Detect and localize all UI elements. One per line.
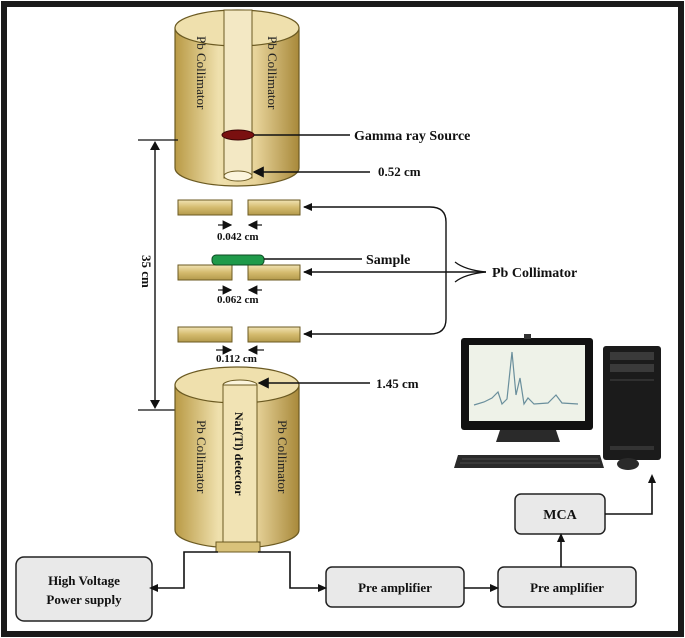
- sample-disc: [211, 254, 265, 266]
- hv-supply-label-line2: Power supply: [46, 592, 122, 607]
- slit2-label: 0.062 cm: [217, 294, 259, 306]
- slit-plate-2: [177, 264, 301, 281]
- slit3-label: 0.112 cm: [216, 353, 257, 365]
- mca-label: MCA: [543, 508, 577, 523]
- pb-collimator-label: Pb Collimator: [492, 266, 577, 281]
- top-collimator: [174, 9, 300, 187]
- sample-label: Sample: [366, 253, 410, 268]
- top-collimator-right-label: Pb Collimator: [265, 36, 280, 110]
- gamma-source-label: Gamma ray Source: [354, 129, 470, 144]
- gamma-source-disc: [221, 129, 255, 141]
- hv-supply-box: [15, 556, 153, 622]
- bottom-collimator-right-label: Pb Collimator: [275, 420, 290, 494]
- aperture-bottom-label: 1.45 cm: [376, 376, 419, 391]
- bottom-collimator: [174, 366, 300, 553]
- detector-label: NaI(Tl) detector: [232, 412, 246, 496]
- hv-supply-label-line1: High Voltage: [48, 573, 120, 588]
- pc-tower: [603, 346, 661, 460]
- preamp1-box: [325, 566, 465, 608]
- slit-plate-3: [177, 326, 301, 343]
- computer-icon: [454, 334, 661, 470]
- pb-collimator-bracket: [303, 203, 487, 338]
- signal-connections: [156, 482, 653, 589]
- distance-label: 35 cm: [139, 255, 154, 288]
- keyboard: [454, 455, 604, 468]
- bottom-collimator-left-label: Pb Collimator: [194, 420, 209, 494]
- monitor-screen: [469, 345, 585, 421]
- monitor-stand: [496, 430, 560, 442]
- top-collimator-left-label: Pb Collimator: [194, 36, 209, 110]
- preamp2-box: [497, 566, 637, 608]
- spectrum-trace: [473, 351, 579, 406]
- slit-plate-1: [177, 199, 301, 216]
- preamp2-label: Pre amplifier: [530, 580, 604, 595]
- preamp1-label: Pre amplifier: [358, 580, 432, 595]
- mouse: [617, 458, 639, 470]
- slit1-label: 0.042 cm: [217, 231, 259, 243]
- aperture-top-label: 0.52 cm: [378, 164, 421, 179]
